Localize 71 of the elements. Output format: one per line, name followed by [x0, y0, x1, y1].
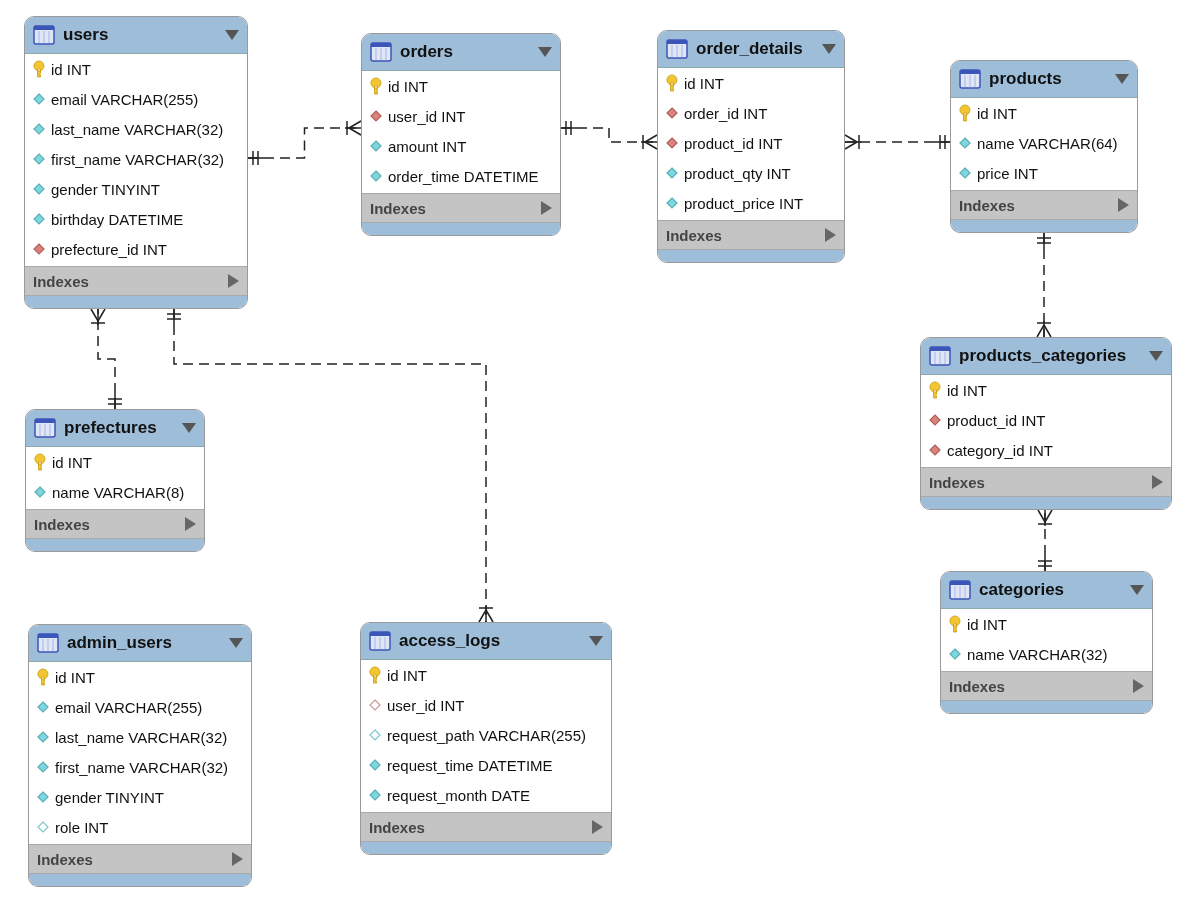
table-name: products_categories — [959, 346, 1128, 366]
table-name: access_logs — [399, 631, 502, 651]
table-name: categories — [979, 580, 1066, 600]
column-name: name VARCHAR(8) — [52, 483, 185, 501]
column-name: id INT — [977, 104, 1017, 122]
table-card — [28, 624, 252, 887]
column-name: product_id INT — [684, 134, 783, 152]
column-name: request_path VARCHAR(255) — [387, 726, 586, 744]
table-name: users — [63, 25, 110, 45]
indexes-label: Indexes — [929, 473, 986, 491]
column-name: name VARCHAR(32) — [967, 645, 1108, 663]
relationship-line — [1037, 509, 1053, 572]
table-card — [950, 60, 1138, 233]
table-card — [920, 337, 1172, 510]
table-name: prefectures — [64, 418, 158, 438]
indexes-label: Indexes — [370, 199, 427, 217]
column-name: email VARCHAR(255) — [55, 698, 203, 716]
column-name: id INT — [387, 666, 427, 684]
column-name: gender TINYINT — [55, 788, 164, 806]
column-name: id INT — [51, 60, 91, 78]
table-card — [940, 571, 1153, 714]
table-card — [657, 30, 845, 263]
column-name: request_month DATE — [387, 786, 531, 804]
column-name: id INT — [967, 615, 1007, 633]
column-name: id INT — [947, 381, 987, 399]
table-card — [24, 16, 248, 309]
column-name: user_id INT — [388, 107, 466, 125]
column-name: price INT — [977, 164, 1038, 182]
table-card — [361, 33, 561, 236]
column-name: role INT — [55, 818, 109, 836]
column-name: amount INT — [388, 137, 467, 155]
column-name: gender TINYINT — [51, 180, 160, 198]
table-name: order_details — [696, 39, 804, 59]
relationship-line — [90, 308, 123, 410]
column-name: product_qty INT — [684, 164, 791, 182]
indexes-label: Indexes — [37, 850, 94, 868]
indexes-label: Indexes — [666, 226, 723, 244]
table-name: products — [989, 69, 1063, 89]
column-name: name VARCHAR(64) — [977, 134, 1118, 152]
column-name: product_price INT — [684, 194, 804, 212]
table-name: orders — [400, 42, 454, 62]
indexes-label: Indexes — [33, 272, 90, 290]
column-name: order_id INT — [684, 104, 768, 122]
column-name: id INT — [684, 74, 724, 92]
indexes-label: Indexes — [959, 196, 1016, 214]
indexes-label: Indexes — [34, 515, 91, 533]
column-name: birthday DATETIME — [51, 210, 184, 228]
column-name: id INT — [52, 453, 92, 471]
relationship-line — [166, 308, 494, 623]
indexes-label: Indexes — [949, 677, 1006, 695]
table-card — [25, 409, 205, 552]
column-name: order_time DATETIME — [388, 167, 539, 185]
table-name: admin_users — [67, 633, 173, 653]
column-name: email VARCHAR(255) — [51, 90, 199, 108]
column-name: user_id INT — [387, 696, 465, 714]
column-name: last_name VARCHAR(32) — [51, 120, 224, 138]
column-name: last_name VARCHAR(32) — [55, 728, 228, 746]
indexes-label: Indexes — [369, 818, 426, 836]
column-name: id INT — [55, 668, 95, 686]
column-name: category_id INT — [947, 441, 1053, 459]
column-name: product_id INT — [947, 411, 1046, 429]
relationship-line — [844, 134, 951, 150]
column-name: id INT — [388, 77, 428, 95]
relationship-line — [247, 120, 362, 166]
column-name: request_time DATETIME — [387, 756, 553, 774]
column-name: first_name VARCHAR(32) — [55, 758, 229, 776]
column-name: first_name VARCHAR(32) — [51, 150, 225, 168]
column-name: prefecture_id INT — [51, 240, 167, 258]
relationship-line — [560, 120, 658, 150]
relationship-line — [1036, 232, 1052, 338]
table-card — [360, 622, 612, 855]
